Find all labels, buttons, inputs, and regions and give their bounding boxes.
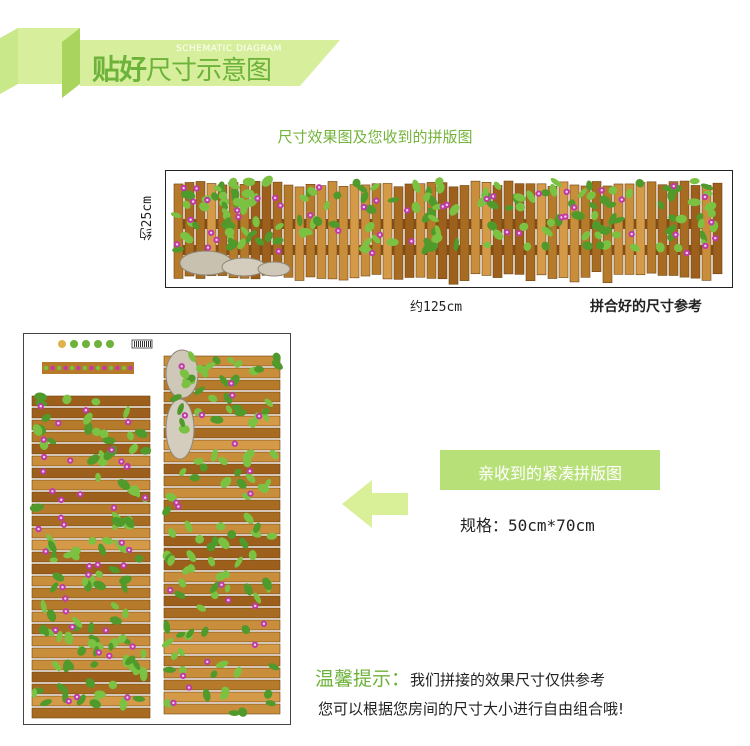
received-label-box — [440, 450, 660, 490]
tip-prefix: 温馨提示： — [315, 668, 411, 690]
received-label: 亲收到的紧凑拼版图 — [477, 464, 622, 483]
reference-label: 拼合好的尺寸参考 — [590, 299, 702, 315]
tip-line-1: 温馨提示：我们拼接的效果尺寸仅供参考 — [315, 664, 605, 691]
height-label: 约25cm — [140, 196, 155, 241]
width-label: 约125cm — [410, 300, 463, 315]
banner-background — [0, 28, 340, 98]
tip-line-2: 您可以根据您房间的尺寸大小进行自由组合哦! — [318, 700, 625, 718]
sticker-sheet-image — [29, 339, 283, 719]
sticker-sheet — [23, 333, 291, 725]
size-caption: 尺寸效果图及您收到的拼版图 — [277, 128, 473, 146]
assembled-fence-frame — [165, 170, 733, 288]
banner-title: 贴好尺寸示意图 — [92, 53, 272, 86]
assembled-fence-image — [170, 175, 723, 285]
banner-subtitle-en: SCHEMATIC DIAGRAM — [176, 44, 282, 54]
left-arrow-icon — [342, 480, 408, 528]
spec-text: 规格：50cm*70cm — [460, 516, 595, 535]
tip-text-1: 我们拼接的效果尺寸仅供参考 — [410, 671, 606, 689]
